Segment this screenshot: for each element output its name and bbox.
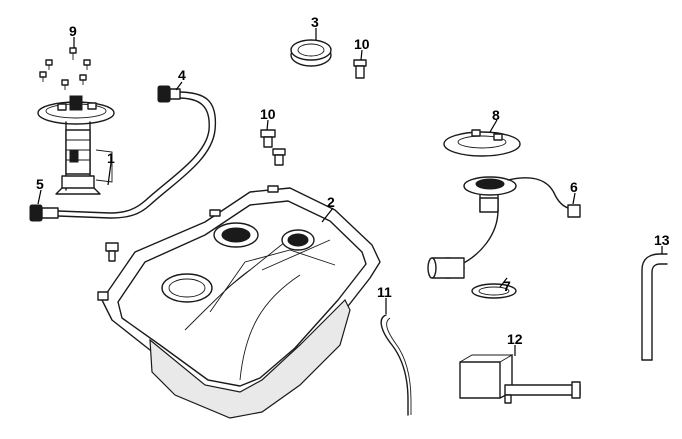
label-part-8: 8 bbox=[492, 107, 500, 123]
label-part-11: 11 bbox=[377, 284, 392, 300]
fuel-pump-part-1 bbox=[37, 95, 115, 195]
label-part-3: 3 bbox=[311, 14, 319, 30]
part-number-labels: 1 2 3 4 5 6 7 8 9 10 10 11 12 13 bbox=[36, 14, 670, 347]
fuel-tank-part-2 bbox=[97, 185, 381, 419]
label-part-10-mid: 10 bbox=[260, 106, 276, 122]
grommet-part-3 bbox=[290, 39, 332, 67]
label-part-2: 2 bbox=[327, 194, 335, 210]
fuel-hose-part-4 bbox=[57, 85, 217, 219]
label-part-7: 7 bbox=[503, 278, 511, 294]
fuel-sender-part-6 bbox=[427, 176, 581, 279]
label-part-10-top: 10 bbox=[354, 36, 370, 52]
hose-clamp-part-5 bbox=[29, 204, 59, 222]
bracket-part-12 bbox=[459, 354, 581, 404]
vent-tube-part-11 bbox=[380, 314, 412, 416]
callout-lines bbox=[37, 28, 663, 356]
bolt-loose bbox=[105, 242, 119, 262]
label-part-9: 9 bbox=[69, 23, 77, 39]
gasket-part-7 bbox=[471, 283, 517, 299]
screw-set-part-9 bbox=[39, 47, 91, 90]
lock-ring-part-8 bbox=[443, 129, 521, 157]
pipe-part-13 bbox=[641, 253, 668, 361]
label-part-12: 12 bbox=[507, 331, 523, 347]
label-part-1: 1 bbox=[107, 150, 115, 166]
label-part-13: 13 bbox=[654, 232, 670, 248]
bolt-part-10-mid bbox=[260, 129, 286, 166]
label-part-5: 5 bbox=[36, 176, 44, 192]
label-part-4: 4 bbox=[178, 67, 186, 83]
label-part-6: 6 bbox=[570, 179, 578, 195]
bolt-part-10-top bbox=[353, 59, 367, 79]
